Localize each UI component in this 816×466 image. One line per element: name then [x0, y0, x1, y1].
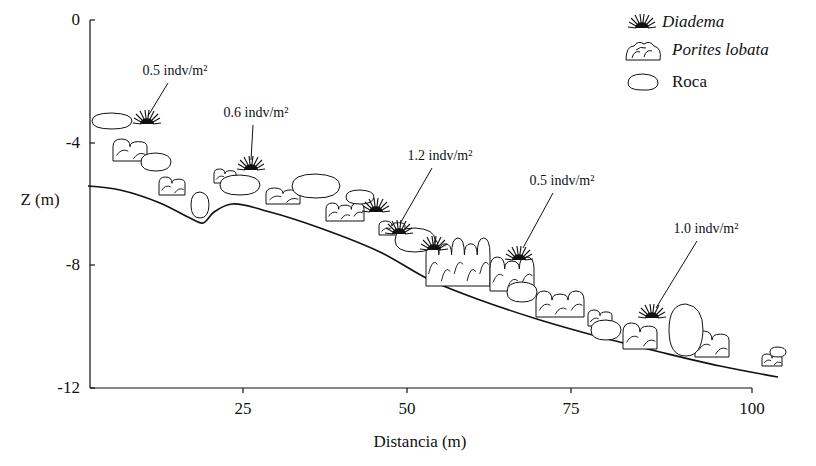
axis-tick-label: -4: [66, 134, 80, 153]
rock: [669, 304, 703, 356]
axis-title: Distancia (m): [374, 433, 467, 452]
density-label: 1.2 indv/m²: [408, 148, 473, 163]
rock: [346, 190, 374, 204]
legend-label: Diadema: [662, 13, 724, 32]
rock: [292, 174, 340, 198]
seabed-line: [88, 186, 778, 377]
density-label: 0.5 indv/m²: [530, 173, 595, 188]
diadema-symbols: [133, 110, 666, 318]
density-label: 0.6 indv/m²: [224, 105, 289, 120]
legend-label: Roca: [672, 73, 707, 92]
legend-rock-sample: [628, 74, 658, 90]
diadema-urchin: [362, 198, 390, 212]
axes: [90, 20, 752, 393]
diadema-urchin: [420, 236, 448, 250]
rock: [591, 320, 621, 340]
density-label: 0.5 indv/m²: [143, 63, 208, 78]
axis-tick-label: 50: [399, 400, 416, 419]
diadema-urchin: [505, 246, 533, 260]
axis-tick-label: 25: [235, 400, 252, 419]
axis-tick-label: 75: [563, 400, 580, 419]
legend-diadema-sample: [628, 14, 656, 28]
legend-label: Porites lobata: [672, 41, 769, 60]
axis-tick-label: 100: [739, 400, 765, 419]
rock: [92, 113, 132, 129]
diadema-urchin: [133, 110, 161, 124]
rock: [770, 347, 786, 357]
rock: [191, 192, 209, 218]
legend-samples: [626, 14, 660, 90]
porites-colony: [159, 177, 185, 195]
axis-tick-label: -8: [66, 256, 80, 275]
seabed-profile: [88, 186, 778, 377]
legend-porites-sample: [626, 42, 660, 60]
rock: [507, 282, 537, 302]
leader-lines: [148, 83, 697, 308]
density-label: 1.0 indv/m²: [674, 221, 739, 236]
porites-colony: [326, 203, 364, 221]
porites-colony: [623, 323, 657, 349]
reef-structures: [92, 113, 786, 366]
axis-tick-label: -12: [57, 379, 80, 398]
rock: [220, 175, 260, 195]
diadema-urchin: [385, 220, 413, 234]
rock: [141, 153, 171, 171]
porites-colony: [536, 291, 584, 317]
diadema-urchin: [638, 304, 666, 318]
axis-title: Z (m): [20, 191, 59, 210]
axis-tick-label: 0: [72, 11, 81, 30]
